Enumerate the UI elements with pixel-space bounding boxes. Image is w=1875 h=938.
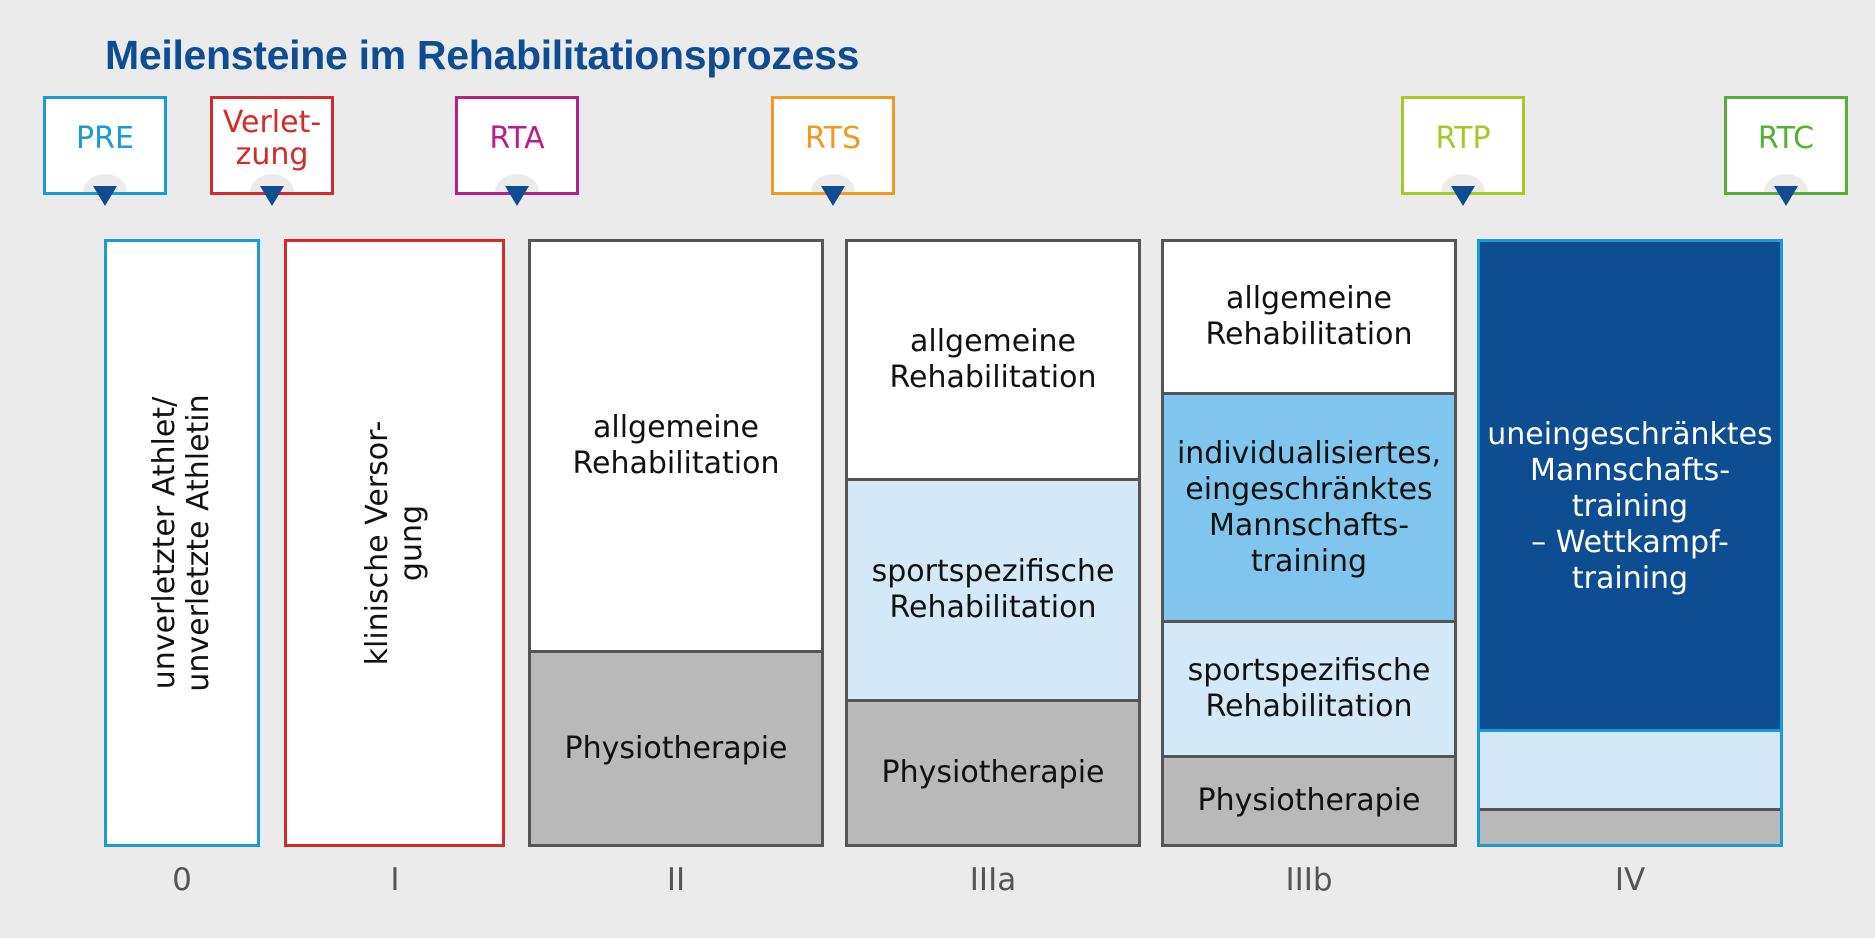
pointer-down-icon bbox=[495, 174, 539, 206]
phase-label-4: IV bbox=[1614, 862, 1646, 898]
segment-allgemeine-rehabilitation: allgemeine Rehabilitation bbox=[531, 242, 821, 650]
milestone-label: Verlet- zung bbox=[222, 104, 322, 172]
phase-0-text: unverletzter Athlet/ unverletzte Athleti… bbox=[147, 394, 216, 692]
phase-label-3a: IIIa bbox=[969, 862, 1017, 898]
segment-sportspezifische-rehabilitation: sportspezifische Rehabilitation bbox=[848, 478, 1138, 699]
phase-label-0: 0 bbox=[172, 862, 192, 898]
pointer-down-icon bbox=[83, 174, 127, 206]
phase-1-column: klinische Versor- gung bbox=[284, 239, 505, 847]
milestone-rtp: RTP bbox=[1401, 96, 1525, 206]
page-title: Meilensteine im Rehabilitationsprozess bbox=[105, 32, 860, 78]
milestone-label: RTP bbox=[1435, 120, 1491, 156]
pointer-down-icon bbox=[1441, 174, 1485, 206]
segment-physiotherapie: Physiotherapie bbox=[1164, 755, 1454, 844]
phase-2-column: allgemeine Rehabilitation Physiotherapie bbox=[528, 239, 824, 847]
milestone-rtc: RTC bbox=[1724, 96, 1848, 206]
phase-label-3b: IIIb bbox=[1285, 862, 1333, 898]
segment-sportspezifische-rehabilitation: sportspezifische Rehabilitation bbox=[1164, 620, 1454, 755]
pointer-down-icon bbox=[811, 174, 855, 206]
milestone-label: RTA bbox=[489, 120, 545, 156]
segment-uneingeschraenktes-training: uneingeschränktes Mannschafts- training … bbox=[1480, 242, 1780, 729]
phase-4-column: uneingeschränktes Mannschafts- training … bbox=[1477, 239, 1783, 847]
pointer-down-icon bbox=[1764, 174, 1808, 206]
phase-1-text: klinische Versor- gung bbox=[359, 420, 429, 666]
segment-allgemeine-rehabilitation: allgemeine Rehabilitation bbox=[1164, 242, 1454, 392]
milestone-verletzung: Verlet- zung bbox=[210, 96, 334, 206]
milestone-rts: RTS bbox=[771, 96, 895, 206]
phase-3a-column: allgemeine Rehabilitation sportspezifisc… bbox=[845, 239, 1141, 847]
milestone-label: RTS bbox=[804, 120, 862, 156]
segment-physiotherapie: Physiotherapie bbox=[531, 650, 821, 844]
milestone-label: PRE bbox=[76, 120, 134, 156]
milestone-pre: PRE bbox=[43, 96, 167, 206]
phase-3b-column: allgemeine Rehabilitation individualisie… bbox=[1161, 239, 1457, 847]
pointer-down-icon bbox=[250, 174, 294, 206]
milestone-label: RTC bbox=[1757, 120, 1815, 156]
segment-sportspezifisch-blank bbox=[1480, 729, 1780, 808]
phase-label-2: II bbox=[666, 862, 686, 898]
segment-physiotherapie: Physiotherapie bbox=[848, 699, 1138, 844]
segment-physiotherapie-blank bbox=[1480, 808, 1780, 844]
phase-label-1: I bbox=[390, 862, 400, 898]
milestone-rta: RTA bbox=[455, 96, 579, 206]
segment-allgemeine-rehabilitation: allgemeine Rehabilitation bbox=[848, 242, 1138, 478]
phase-0-column: unverletzter Athlet/ unverletzte Athleti… bbox=[104, 239, 260, 847]
segment-eingeschraenktes-mannschaftstraining: individualisiertes, eingeschränktes Mann… bbox=[1164, 392, 1454, 620]
